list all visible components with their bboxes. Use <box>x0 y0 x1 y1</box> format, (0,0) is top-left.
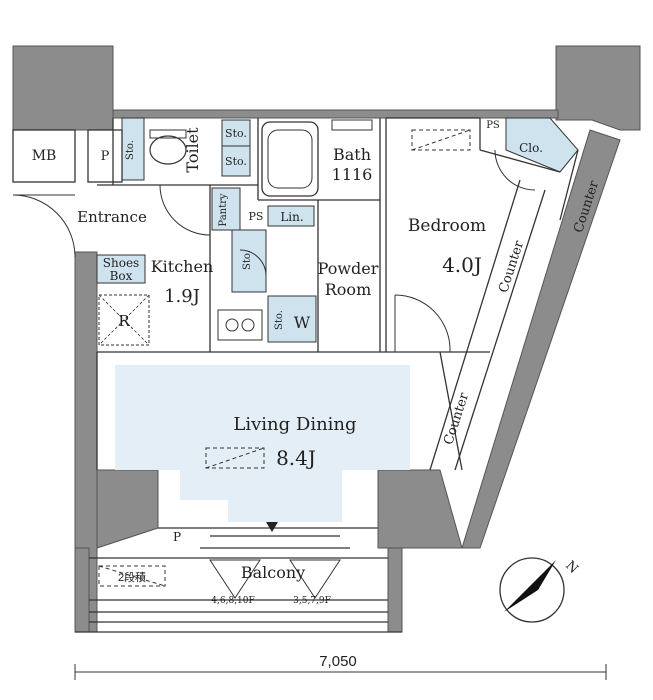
bath-size-label: 1116 <box>332 165 373 184</box>
washer-label: W <box>294 313 311 332</box>
bath-label: Bath <box>333 145 371 164</box>
balcony-label: Balcony <box>241 563 305 582</box>
storage-toilet-top <box>221 119 251 147</box>
living-dining-label: Living Dining <box>233 414 356 435</box>
ps-mid-label: PS <box>249 210 264 223</box>
refrigerator-space <box>98 294 150 346</box>
toilet-fixture <box>149 135 187 165</box>
wall-top-right-block <box>555 45 641 131</box>
toilet-label: Toilet <box>183 127 202 173</box>
storage-pantry <box>211 187 241 231</box>
wall-top-strip <box>112 109 559 119</box>
p-top-label: P <box>101 149 110 164</box>
storage-kitchen <box>231 229 267 293</box>
labels: MB P Sto. Toilet Sto. Sto. Bath 1116 PS … <box>32 120 543 606</box>
storage-areas <box>96 117 579 343</box>
wall-right-lower <box>377 469 463 549</box>
bedroom-size-label: 4.0J <box>442 253 482 277</box>
compass-n-label: N <box>562 558 581 577</box>
sto-kitchen-label: Sto. <box>242 250 253 270</box>
living-dining-area <box>115 365 410 522</box>
shoes-label: Shoes <box>103 256 139 270</box>
dimension-line: 7,050 <box>74 653 607 680</box>
storage-linen <box>267 205 315 227</box>
clo-label: Clo. <box>519 141 543 155</box>
dashed-storage-marks <box>98 129 471 587</box>
ld-size-label: 8.4J <box>276 446 316 470</box>
pantry-label: Pantry <box>218 193 229 226</box>
storage-toilet-bottom <box>221 145 251 177</box>
dimension-label: 7,050 <box>319 653 357 670</box>
floors-right-label: 3,5,7,9F <box>293 596 331 606</box>
entrance-label: Entrance <box>77 208 147 226</box>
storage-closet <box>505 117 579 173</box>
sto-a-label: Sto. <box>125 140 136 160</box>
bathtub <box>261 121 319 197</box>
wall-top-left-block <box>12 45 114 131</box>
floors-left-label: 4,6,8,10F <box>211 596 254 606</box>
mb-label: MB <box>32 148 57 164</box>
balcony-markers <box>209 559 341 599</box>
counter-label-1: Counter <box>496 238 527 294</box>
kitchen-size-label: 1.9J <box>164 286 200 307</box>
lin-label: Lin. <box>280 210 303 224</box>
bedroom-label: Bedroom <box>408 216 486 236</box>
powder-label: Powder <box>318 259 379 278</box>
sto-b-label: Sto. <box>225 127 247 140</box>
compass-circle <box>499 557 565 623</box>
cooktop <box>217 309 263 341</box>
wall-diagonal <box>461 129 621 549</box>
room-label: Room <box>325 280 371 299</box>
storage-shoes <box>96 254 146 284</box>
compass: N <box>499 557 581 623</box>
box-label: Box <box>110 269 133 283</box>
wall-balcony-left <box>74 547 90 633</box>
storage-laundry <box>267 295 317 343</box>
mb-closet <box>12 129 76 183</box>
storage-2dan-label: 2段積 <box>118 570 146 584</box>
wall-left-lower <box>96 469 159 549</box>
kitchen-label: Kitchen <box>151 257 214 276</box>
doors <box>12 149 536 353</box>
wall-balcony-right <box>387 547 403 633</box>
ps-bedroom-label: PS <box>486 120 500 131</box>
interior-walls <box>12 117 579 633</box>
sto-w-label: Sto. <box>274 310 285 330</box>
north-arrow-icon <box>504 560 556 612</box>
sto-c-label: Sto. <box>225 155 247 168</box>
entry-arrow <box>266 522 278 532</box>
p-bottom-label: P <box>173 530 181 544</box>
refrigerator-label: R <box>118 312 130 330</box>
p-closet-top <box>87 129 123 183</box>
